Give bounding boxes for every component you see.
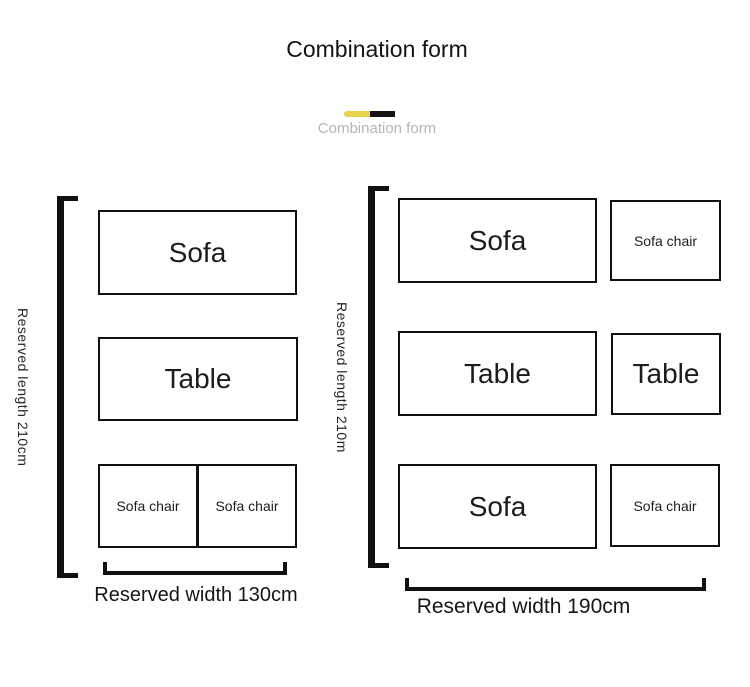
left-length-bracket [57, 196, 78, 578]
left-sofa-chair-label-1: Sofa chair [116, 498, 180, 514]
left-sofa-chair-label-2: Sofa chair [215, 498, 279, 514]
right-table-small-label: Table [632, 358, 700, 389]
right-sofa-chair-top-box: Sofa chair [610, 200, 721, 281]
left-table-box: Table [98, 337, 298, 421]
left-sofa-box: Sofa [98, 210, 297, 295]
title-underline [344, 111, 395, 117]
left-sofa-chair-box-2: Sofa chair [199, 466, 295, 546]
left-table-label: Table [164, 363, 232, 394]
right-length-bracket [368, 186, 389, 568]
left-width-label: Reserved width 130cm [94, 584, 298, 606]
left-length-label: Reserved length 210cm [15, 307, 31, 467]
right-length-label: Reserved length 210m [334, 301, 350, 453]
underline-yellow-segment [344, 111, 370, 117]
left-sofa-chair-pair: Sofa chair Sofa chair [98, 464, 297, 548]
right-table-small-box: Table [611, 333, 721, 415]
right-sofa-top-label: Sofa [468, 224, 527, 256]
right-sofa-chair-bottom-box: Sofa chair [610, 464, 720, 547]
right-sofa-bottom-box: Sofa [398, 464, 597, 549]
right-sofa-top-box: Sofa [398, 198, 597, 283]
right-table-large-box: Table [398, 331, 597, 416]
left-sofa-chair-divider [196, 466, 199, 546]
right-sofa-chair-bottom-label: Sofa chair [633, 497, 697, 514]
right-sofa-bottom-label: Sofa [468, 490, 527, 522]
left-sofa-label: Sofa [168, 236, 227, 268]
right-width-label: Reserved width 190cm [416, 595, 631, 618]
right-table-large-label: Table [464, 357, 531, 389]
left-sofa-chair-box-1: Sofa chair [100, 466, 196, 546]
left-width-bracket [103, 562, 287, 575]
page-title: Combination form [286, 36, 468, 62]
right-sofa-chair-top-label: Sofa chair [633, 232, 698, 249]
underline-black-segment [370, 111, 395, 117]
right-width-bracket [405, 578, 706, 591]
page-subtitle: Combination form [317, 120, 437, 137]
